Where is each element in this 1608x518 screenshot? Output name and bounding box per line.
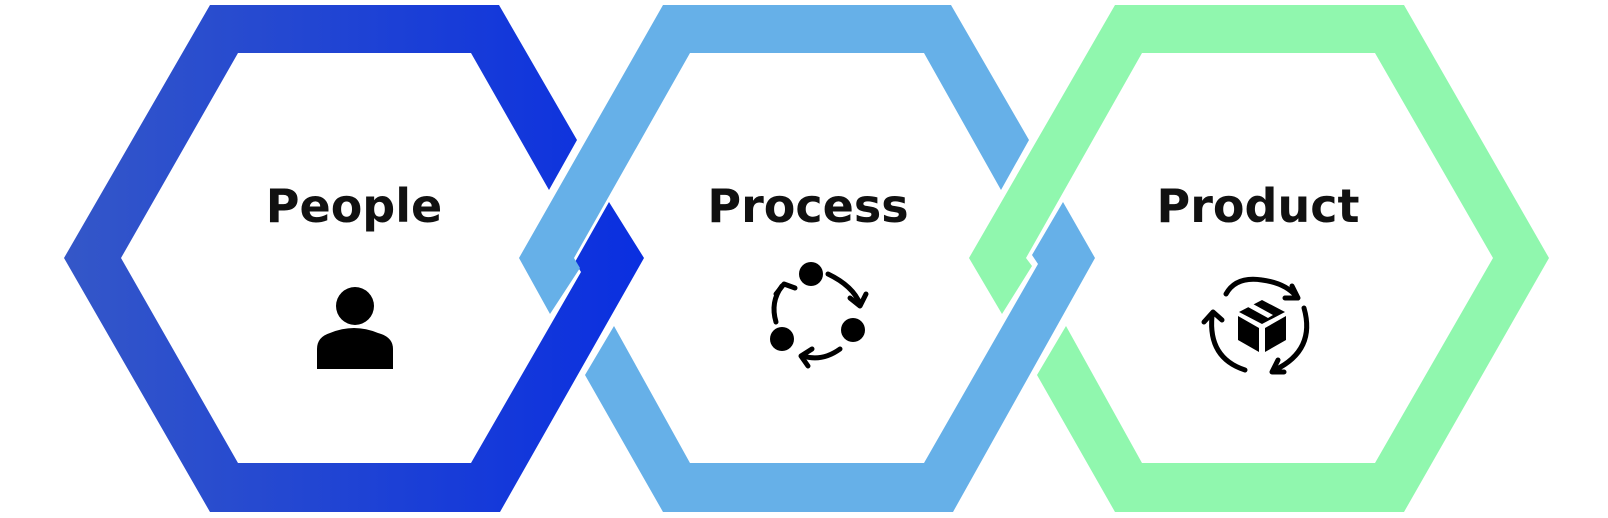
stage-label-people: People [266,179,442,233]
hexagon-process-frame-lower [585,202,1095,512]
hexagon-process [519,5,1095,512]
stage-label-process: Process [707,179,908,233]
stage-label-product: Product [1157,179,1360,233]
person-icon [317,287,393,369]
product-box-cycle-icon [1201,276,1310,375]
cycle-process-icon [770,262,869,369]
hexagon-process-frame [519,5,1029,314]
